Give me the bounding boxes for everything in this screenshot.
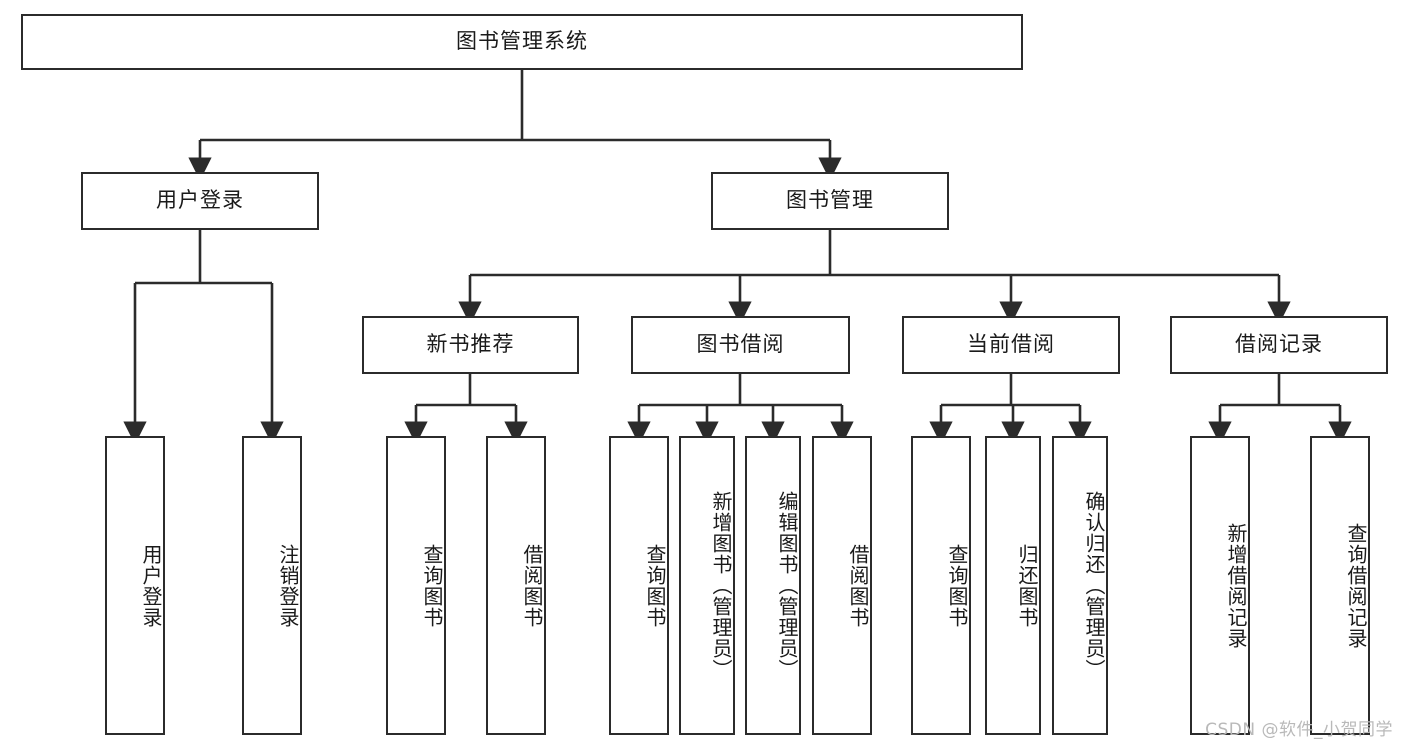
- node-leaf-logout-label: 注销登录: [276, 543, 300, 628]
- node-borrow-record-label: 借阅记录: [1235, 332, 1323, 357]
- node-leaf-add-record[interactable]: 新增借阅记录: [1190, 436, 1250, 735]
- node-leaf-query-record-label: 查询借阅记录: [1344, 522, 1368, 649]
- node-leaf-confirm-return[interactable]: 确认归还（管理员）: [1052, 436, 1108, 735]
- node-leaf-borrow-book-rec-label: 借阅图书: [520, 543, 544, 628]
- watermark: CSDN @软件_小贺同学: [1205, 720, 1393, 740]
- node-root-label: 图书管理系统: [456, 29, 588, 54]
- node-leaf-borrow-book-bb-label: 借阅图书: [846, 543, 870, 628]
- node-leaf-query-book-bb-label: 查询图书: [643, 543, 667, 628]
- node-borrow-record[interactable]: 借阅记录: [1170, 316, 1388, 374]
- node-leaf-query-book-cb[interactable]: 查询图书: [911, 436, 971, 735]
- node-book-borrow[interactable]: 图书借阅: [631, 316, 850, 374]
- node-leaf-query-book-bb[interactable]: 查询图书: [609, 436, 669, 735]
- node-leaf-borrow-book-rec[interactable]: 借阅图书: [486, 436, 546, 735]
- node-leaf-query-book-cb-label: 查询图书: [945, 543, 969, 628]
- node-leaf-query-record[interactable]: 查询借阅记录: [1310, 436, 1370, 735]
- node-root[interactable]: 图书管理系统: [21, 14, 1023, 70]
- node-leaf-add-record-label: 新增借阅记录: [1224, 522, 1248, 649]
- node-book-manage[interactable]: 图书管理: [711, 172, 949, 230]
- node-new-book-rec-label: 新书推荐: [426, 332, 515, 357]
- node-leaf-query-book-rec[interactable]: 查询图书: [386, 436, 446, 735]
- node-leaf-borrow-book-bb[interactable]: 借阅图书: [812, 436, 872, 735]
- node-leaf-edit-book-label: 编辑图书（管理员）: [775, 491, 799, 680]
- node-leaf-confirm-return-label: 确认归还（管理员）: [1082, 491, 1106, 680]
- node-book-borrow-label: 图书借阅: [696, 332, 785, 357]
- node-user-login[interactable]: 用户登录: [81, 172, 319, 230]
- node-leaf-logout[interactable]: 注销登录: [242, 436, 302, 735]
- node-leaf-query-book-rec-label: 查询图书: [420, 543, 444, 628]
- node-current-borrow-label: 当前借阅: [967, 332, 1055, 357]
- node-leaf-edit-book[interactable]: 编辑图书（管理员）: [745, 436, 801, 735]
- node-leaf-return-book[interactable]: 归还图书: [985, 436, 1041, 735]
- node-leaf-add-book-label: 新增图书（管理员）: [709, 491, 733, 680]
- node-leaf-add-book[interactable]: 新增图书（管理员）: [679, 436, 735, 735]
- node-new-book-rec[interactable]: 新书推荐: [362, 316, 579, 374]
- node-current-borrow[interactable]: 当前借阅: [902, 316, 1120, 374]
- node-leaf-return-book-label: 归还图书: [1015, 543, 1039, 628]
- node-leaf-user-login[interactable]: 用户登录: [105, 436, 165, 735]
- node-leaf-user-login-label: 用户登录: [139, 543, 163, 628]
- node-user-login-label: 用户登录: [156, 188, 244, 213]
- node-book-manage-label: 图书管理: [786, 188, 874, 213]
